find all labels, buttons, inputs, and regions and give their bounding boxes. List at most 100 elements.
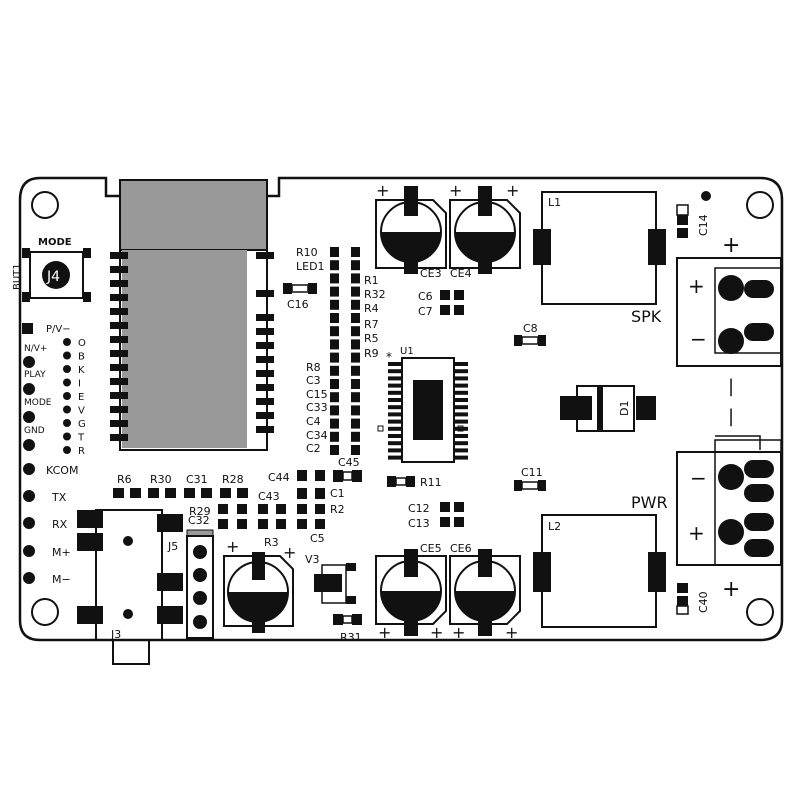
silkscreen-label: C31 (186, 473, 208, 486)
module-pad (110, 336, 128, 343)
button-ref: J4 (46, 269, 60, 285)
ic-pin (454, 398, 468, 402)
silkscreen-label: + (449, 181, 462, 200)
module-pad (256, 328, 274, 335)
ic-pin (388, 398, 402, 402)
polarity-bar: | (728, 376, 734, 397)
passive-row: R6 R30 C31 R28 C32 R29 C44 C43 C1 R2 C5 (113, 470, 345, 545)
silkscreen-label: C44 (268, 471, 290, 484)
ic-pin (388, 383, 402, 388)
header-pad (330, 299, 339, 310)
pin-label: M+ (52, 546, 71, 559)
header-label: R5 (364, 332, 379, 345)
diode-d1: D1 (560, 385, 656, 432)
pin-label: MODE (24, 398, 52, 408)
silkscreen-label: + (688, 521, 705, 545)
ic-pin (388, 405, 402, 410)
silkscreen-label: C6 (418, 290, 433, 303)
silkscreen-label: C5 (310, 532, 325, 545)
module-pad (110, 420, 128, 427)
pin-letter: G (78, 419, 86, 430)
pin-label: M− (52, 573, 71, 586)
module-pad (256, 412, 274, 419)
header-label: C15 (306, 388, 328, 401)
silkscreen-label: C45 (338, 456, 360, 469)
module-pad (256, 314, 274, 321)
header-label: C3 (306, 374, 321, 387)
ic-pin (388, 455, 402, 460)
pin-dot (63, 365, 71, 373)
silkscreen-label: C43 (258, 490, 280, 503)
module-pad (110, 266, 128, 273)
module-pad (110, 308, 128, 315)
header-pad (351, 379, 360, 389)
silkscreen-label: C12 (408, 502, 430, 515)
header-pad (351, 326, 360, 337)
header-pad (351, 352, 360, 363)
silkscreen-label: + (226, 537, 239, 556)
silkscreen-label: + (430, 623, 443, 642)
pin-dot (63, 392, 71, 400)
ic-pin (454, 441, 468, 446)
pin-letter: V (78, 406, 85, 417)
header-pad (351, 365, 360, 376)
silkscreen-label: J5 (167, 540, 178, 553)
silkscreen-label: + (283, 543, 296, 562)
header-pad (351, 431, 360, 442)
electrolytic-cap-ce6: CE6 + + (449, 542, 521, 642)
silkscreen-label: V3 (305, 553, 320, 566)
silkscreen-label: C7 (418, 305, 433, 318)
silkscreen-label: C14 (697, 214, 710, 236)
button-side-label: BUT1 (12, 263, 23, 290)
passive-pad (220, 488, 231, 498)
polarity-bar: | (728, 406, 734, 427)
wireless-module (110, 179, 274, 451)
module-pad (256, 356, 274, 363)
passive-pad (113, 488, 124, 498)
ic-pin (388, 376, 402, 381)
pin-dot (63, 338, 71, 346)
module-pad (110, 406, 128, 413)
capacitor-c11: C11 (514, 466, 546, 491)
ic-pin (454, 376, 468, 381)
ic-pin (388, 412, 402, 417)
pin-letter: O (78, 338, 86, 349)
header-pad (330, 352, 339, 363)
silkscreen-label: * (386, 350, 392, 364)
header-pad (330, 405, 339, 416)
silkscreen-label: R28 (222, 473, 244, 486)
ic-pin (388, 434, 402, 438)
ic-pin (454, 455, 468, 460)
header-label: R7 (364, 318, 379, 331)
silkscreen-label: + (722, 233, 740, 258)
silkscreen-label: R29 (189, 505, 211, 518)
silkscreen-label: CE6 (450, 542, 472, 555)
silkscreen-label: C32 (188, 514, 210, 527)
header-pad (351, 286, 360, 297)
capacitor-c8: C8 (514, 322, 546, 346)
audio-jack-j3[interactable]: J3 (77, 509, 183, 665)
speaker-connector[interactable]: + + − SPK (631, 233, 782, 367)
regulator-v3: V3 (305, 553, 356, 604)
header-pad (330, 418, 339, 429)
module-pad (110, 392, 128, 399)
passive-pad (184, 488, 195, 498)
header-label: R10 (296, 246, 318, 259)
header-pad (330, 273, 339, 284)
header-label: C2 (306, 442, 321, 455)
mode-button[interactable]: MODE J4 BUT1 (12, 237, 91, 302)
module-pad (110, 364, 128, 371)
header-label: C4 (306, 415, 321, 428)
pin-letter: R (78, 446, 85, 457)
silkscreen-label: + (722, 577, 740, 602)
pin-dot (63, 419, 71, 427)
passive-pad (201, 488, 212, 498)
silkscreen-label: D1 (618, 401, 631, 416)
power-connector[interactable]: − + PWR + (631, 435, 782, 602)
ic-pin (454, 448, 468, 453)
pin-letter: T (77, 433, 85, 444)
header-label: C33 (306, 401, 328, 414)
header-j5[interactable]: J5 (167, 529, 214, 639)
silkscreen-label: R3 (264, 536, 279, 549)
